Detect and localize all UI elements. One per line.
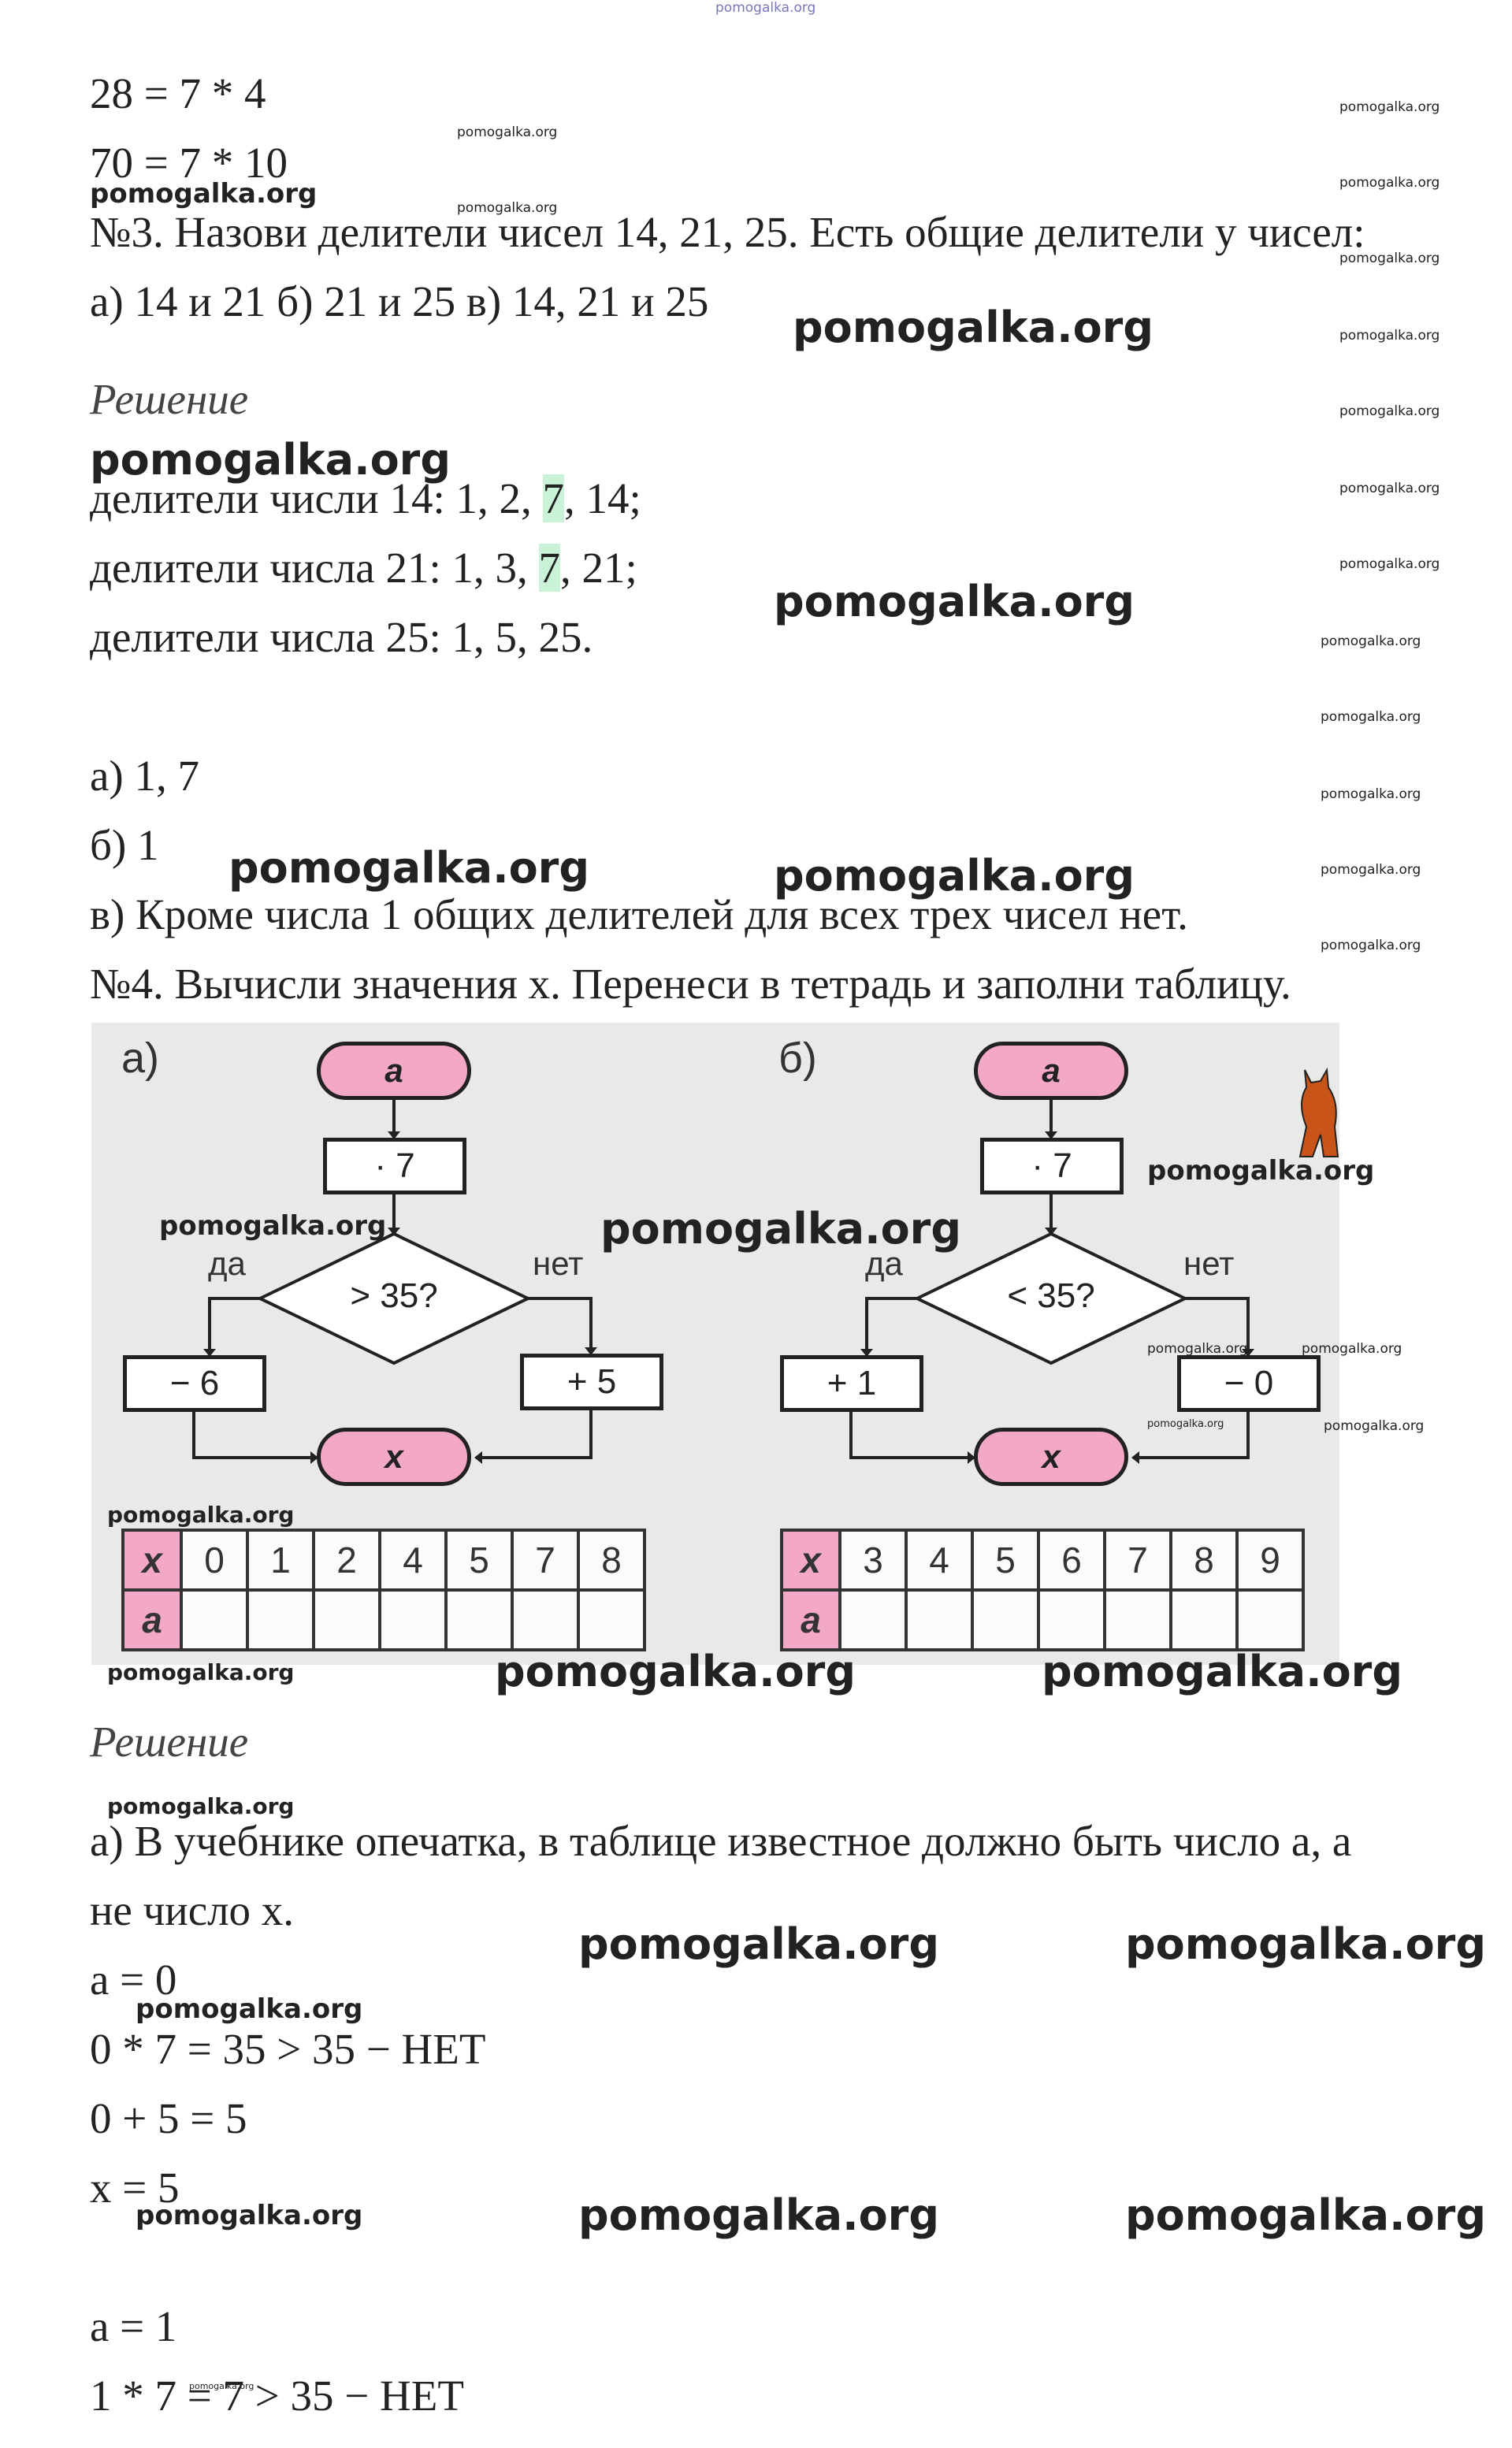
watermark: pomogalka.org: [578, 2190, 939, 2240]
value-a-1: а = 1: [90, 2302, 177, 2350]
watermark: pomogalka.org: [578, 1919, 939, 1969]
equation-28: 28 = 7 * 4: [90, 69, 266, 117]
panel-b-result: x: [974, 1428, 1128, 1486]
watermark: pomogalka.org: [90, 435, 451, 485]
watermark: pomogalka.org: [600, 1204, 961, 1254]
watermark: pomogalka.org: [1042, 1647, 1402, 1696]
watermark: pomogalka.org: [1321, 862, 1421, 878]
watermark: pomogalka.org: [1125, 2190, 1486, 2240]
watermark: pomogalka.org: [1321, 938, 1421, 953]
watermark: pomogalka.org: [1321, 786, 1421, 802]
panel-b-yes: да: [865, 1245, 903, 1282]
solution-a-line-1: а) В учебнике опечатка, в таблице извест…: [90, 1817, 1352, 1865]
task-4-heading: №4. Вычисли значения x. Перенеси в тетра…: [90, 960, 1291, 1008]
watermark: pomogalka.org: [1324, 1418, 1425, 1434]
watermark: pomogalka.org: [1339, 99, 1440, 115]
panel-a-yes: да: [208, 1245, 246, 1282]
watermark: pomogalka.org: [1339, 175, 1440, 191]
panel-a-no: нет: [533, 1245, 584, 1282]
panel-b-no-op: − 0: [1177, 1355, 1321, 1412]
watermark: pomogalka.org: [457, 200, 558, 216]
highlight-7: 7: [538, 544, 560, 592]
answer-b: б) 1: [90, 821, 159, 869]
panel-b-table: x 3 4 5 6 7 8 9 a: [780, 1529, 1305, 1651]
watermark: pomogalka.org: [1339, 403, 1440, 419]
watermark: pomogalka.org: [159, 1210, 387, 1242]
panel-b-multiply: · 7: [980, 1138, 1124, 1194]
flowchart-figure: а) a · 7 > 35? да нет − 6 + 5 x x 0 1 2 …: [91, 1023, 1339, 1665]
watermark: pomogalka.org: [1147, 1155, 1375, 1187]
watermark: pomogalka.org: [107, 1659, 295, 1685]
solution-a-line-2: не число x.: [90, 1886, 295, 1934]
value-x-5: x = 5: [90, 2164, 180, 2212]
watermark: pomogalka.org: [1147, 1341, 1248, 1357]
watermark: pomogalka.org: [228, 843, 589, 893]
calc-line-1: 0 * 7 = 35 > 35 − НЕТ: [90, 2025, 486, 2073]
solution-heading-2: Решение: [90, 1718, 249, 1766]
divisors-21: делители числа 21: 1, 3, 7, 21;: [90, 544, 637, 592]
watermark: pomogalka.org: [774, 851, 1135, 901]
watermark: pomogalka.org: [1321, 633, 1421, 649]
panel-a-multiply: · 7: [323, 1138, 466, 1194]
calc-line-3: 1 * 7 = 7 > 35 − НЕТ: [90, 2372, 464, 2420]
watermark: pomogalka.org: [136, 1993, 363, 2025]
panel-a-table: x 0 1 2 4 5 7 8 a: [121, 1529, 646, 1651]
task-3-heading: №3. Назови делители чисел 14, 21, 25. Ес…: [90, 208, 1365, 256]
panel-a-label: а): [121, 1035, 160, 1082]
panel-b-start: a: [974, 1042, 1128, 1100]
panel-a-result: x: [317, 1428, 471, 1486]
panel-a-yes-op: − 6: [123, 1355, 266, 1412]
solution-heading: Решение: [90, 375, 249, 423]
watermark: pomogalka.org: [1339, 481, 1440, 496]
watermark: pomogalka.org: [1321, 709, 1421, 725]
panel-a-no-op: + 5: [520, 1354, 663, 1410]
flowchart-connectors: [192, 1100, 1254, 1464]
panel-a-condition: > 35?: [350, 1276, 438, 1315]
watermark: pomogalka.org: [107, 1502, 295, 1528]
divisors-25: делители числа 25: 1, 5, 25.: [90, 613, 593, 661]
panel-b-condition: < 35?: [1007, 1276, 1095, 1315]
panel-a-start: a: [317, 1042, 471, 1100]
watermark: pomogalka.org: [1339, 251, 1440, 266]
watermark: pomogalka.org: [457, 124, 558, 140]
answer-c: в) Кроме числа 1 общих делителей для все…: [90, 890, 1188, 938]
value-a-0: а = 0: [90, 1956, 177, 2004]
top-watermark: pomogalka.org: [715, 0, 816, 16]
watermark: pomogalka.org: [1339, 556, 1440, 572]
answer-a: а) 1, 7: [90, 752, 199, 800]
panel-b-label: б): [778, 1035, 817, 1082]
watermark: pomogalka.org: [107, 1793, 295, 1819]
watermark: pomogalka.org: [1302, 1341, 1402, 1357]
divisors-14: делители числи 14: 1, 2, 7, 14;: [90, 474, 641, 522]
table-row-a: a: [121, 1588, 646, 1651]
watermark: pomogalka.org: [90, 178, 318, 210]
highlight-7: 7: [542, 474, 565, 522]
table-row-x: x 3 4 5 6 7 8 9: [780, 1529, 1305, 1592]
watermark: pomogalka.org: [495, 1647, 856, 1696]
watermark: pomogalka.org: [189, 2381, 254, 2391]
watermark: pomogalka.org: [1125, 1919, 1486, 1969]
watermark: pomogalka.org: [774, 577, 1135, 626]
equation-70: 70 = 7 * 10: [90, 139, 288, 187]
watermark: pomogalka.org: [793, 303, 1154, 352]
panel-b-yes-op: + 1: [780, 1355, 923, 1412]
watermark: pomogalka.org: [1339, 328, 1440, 344]
table-row-x: x 0 1 2 4 5 7 8: [121, 1529, 646, 1592]
calc-line-2: 0 + 5 = 5: [90, 2094, 247, 2142]
cat-illustration-icon: [1298, 1067, 1339, 1157]
task-3-options: а) 14 и 21 б) 21 и 25 в) 14, 21 и 25: [90, 277, 709, 325]
panel-b-no: нет: [1183, 1245, 1235, 1282]
watermark: pomogalka.org: [1147, 1418, 1224, 1430]
watermark: pomogalka.org: [136, 2200, 363, 2231]
table-row-a: a: [780, 1588, 1305, 1651]
